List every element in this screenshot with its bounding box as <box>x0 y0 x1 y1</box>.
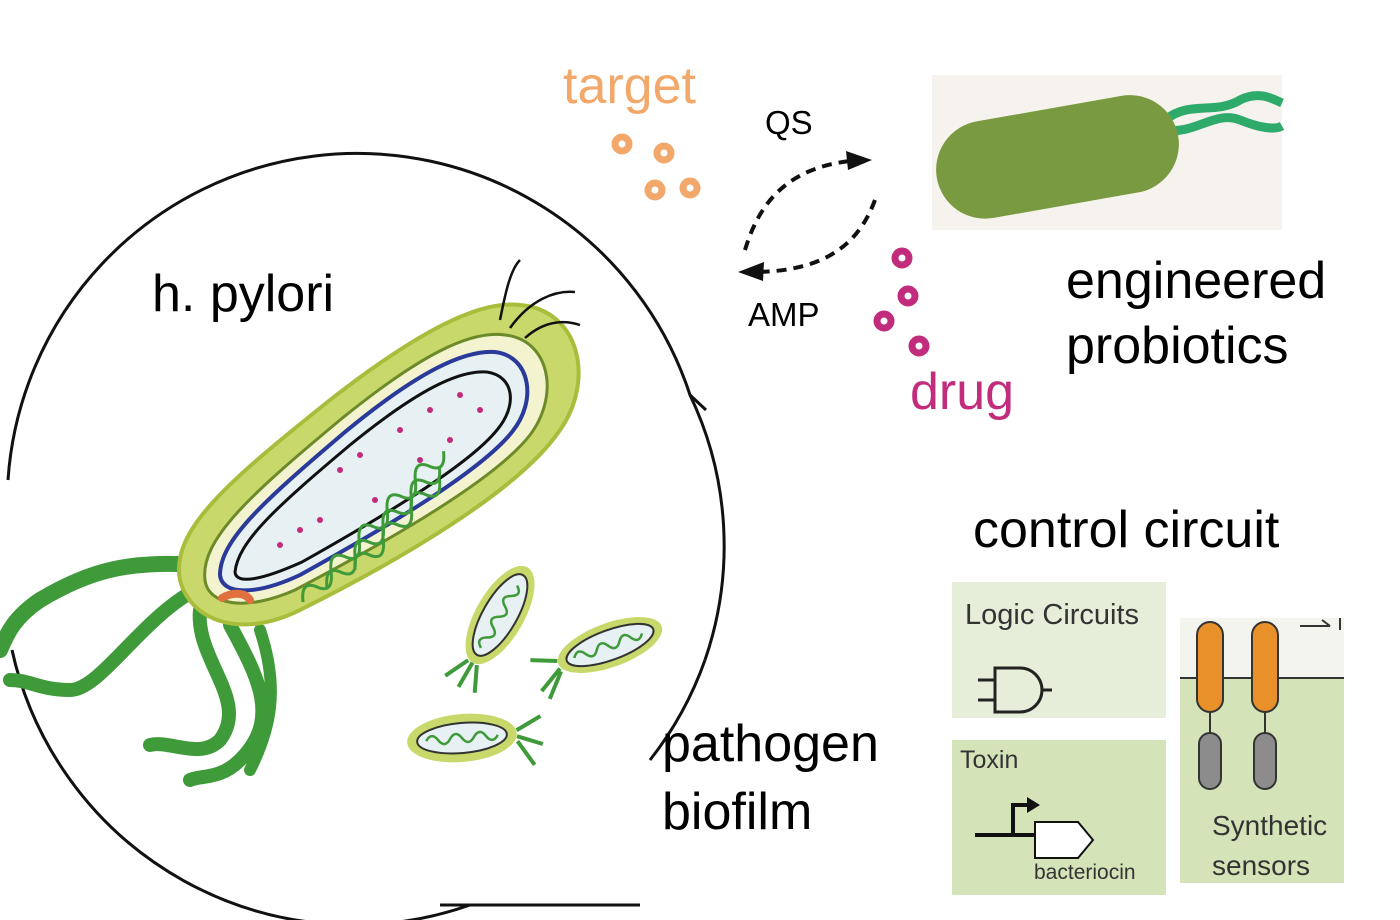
target-label: target <box>563 57 696 115</box>
logic-circuits-panel <box>952 582 1166 718</box>
engineered-label: engineered <box>1066 252 1327 310</box>
target-molecules <box>611 133 701 201</box>
h-pylori-flagella <box>0 555 277 787</box>
control-circuit-label: control circuit <box>973 501 1280 559</box>
toxin-panel <box>952 740 1166 895</box>
qs-label: QS <box>765 104 813 141</box>
small-pathogen-3 <box>407 713 544 766</box>
drug-molecules <box>873 247 930 357</box>
amp-arrow <box>738 199 877 281</box>
probiotics-label: probiotics <box>1066 317 1289 375</box>
magnified-circle <box>6 151 726 920</box>
engineered-probiotic <box>932 75 1285 230</box>
synthetic-sensors-panel <box>1180 618 1344 883</box>
synthetic-label: Synthetic <box>1212 810 1328 841</box>
sensors-label: sensors <box>1212 850 1311 881</box>
logic-circuits-label: Logic Circuits <box>965 599 1140 631</box>
small-pathogen-2 <box>530 617 663 700</box>
qs-arrow <box>743 151 872 251</box>
pathogen-label: pathogen <box>662 715 879 773</box>
h-pylori-label: h. pylori <box>152 265 335 323</box>
toxin-label: Toxin <box>960 746 1019 774</box>
bacteriocin-label: bacteriocin <box>1034 861 1136 884</box>
drug-label: drug <box>910 363 1015 421</box>
small-pathogen-1 <box>444 565 535 693</box>
biofilm-label: biofilm <box>662 783 813 841</box>
h-pylori-cell <box>176 259 581 627</box>
amp-label: AMP <box>748 296 820 333</box>
